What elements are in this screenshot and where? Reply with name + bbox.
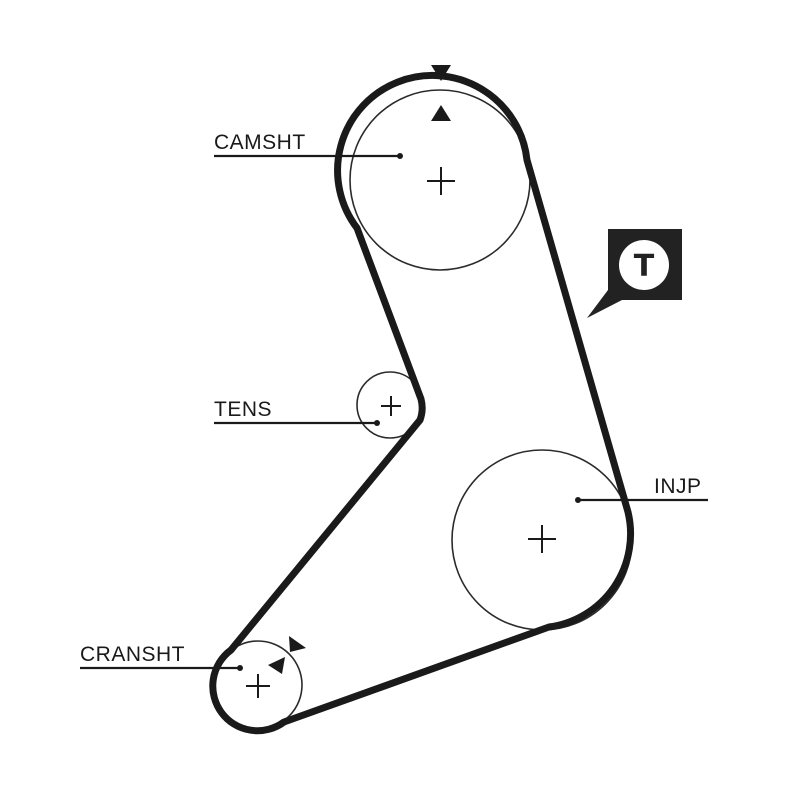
injection-pump-center-cross-icon xyxy=(528,525,556,553)
timing-mark-triangle-icon xyxy=(431,65,451,121)
tensioner-center-cross-icon xyxy=(381,396,401,416)
tensioner-label: TENS xyxy=(214,398,272,421)
camshaft-label: CAMSHT xyxy=(214,131,306,154)
injection-pump-label: INJP xyxy=(654,475,702,498)
tensioner-leader xyxy=(214,420,380,426)
camshaft-leader xyxy=(214,153,403,159)
tensioner-tag-letter: T xyxy=(634,249,655,284)
tensioner-tag-icon: T xyxy=(587,229,682,318)
labels: CAMSHT TENS INJP CRANSHT xyxy=(80,131,702,666)
crankshaft-label: CRANSHT xyxy=(80,643,185,666)
injection-pump-leader xyxy=(575,497,708,503)
crankshaft-center-cross-icon xyxy=(246,674,270,698)
camshaft-center-cross-icon xyxy=(427,167,455,195)
timing-belt xyxy=(209,72,635,735)
leader-lines xyxy=(80,153,708,671)
center-marks xyxy=(246,167,556,698)
crankshaft-leader xyxy=(80,665,243,671)
rotation-direction-arrow-icon xyxy=(268,636,306,674)
